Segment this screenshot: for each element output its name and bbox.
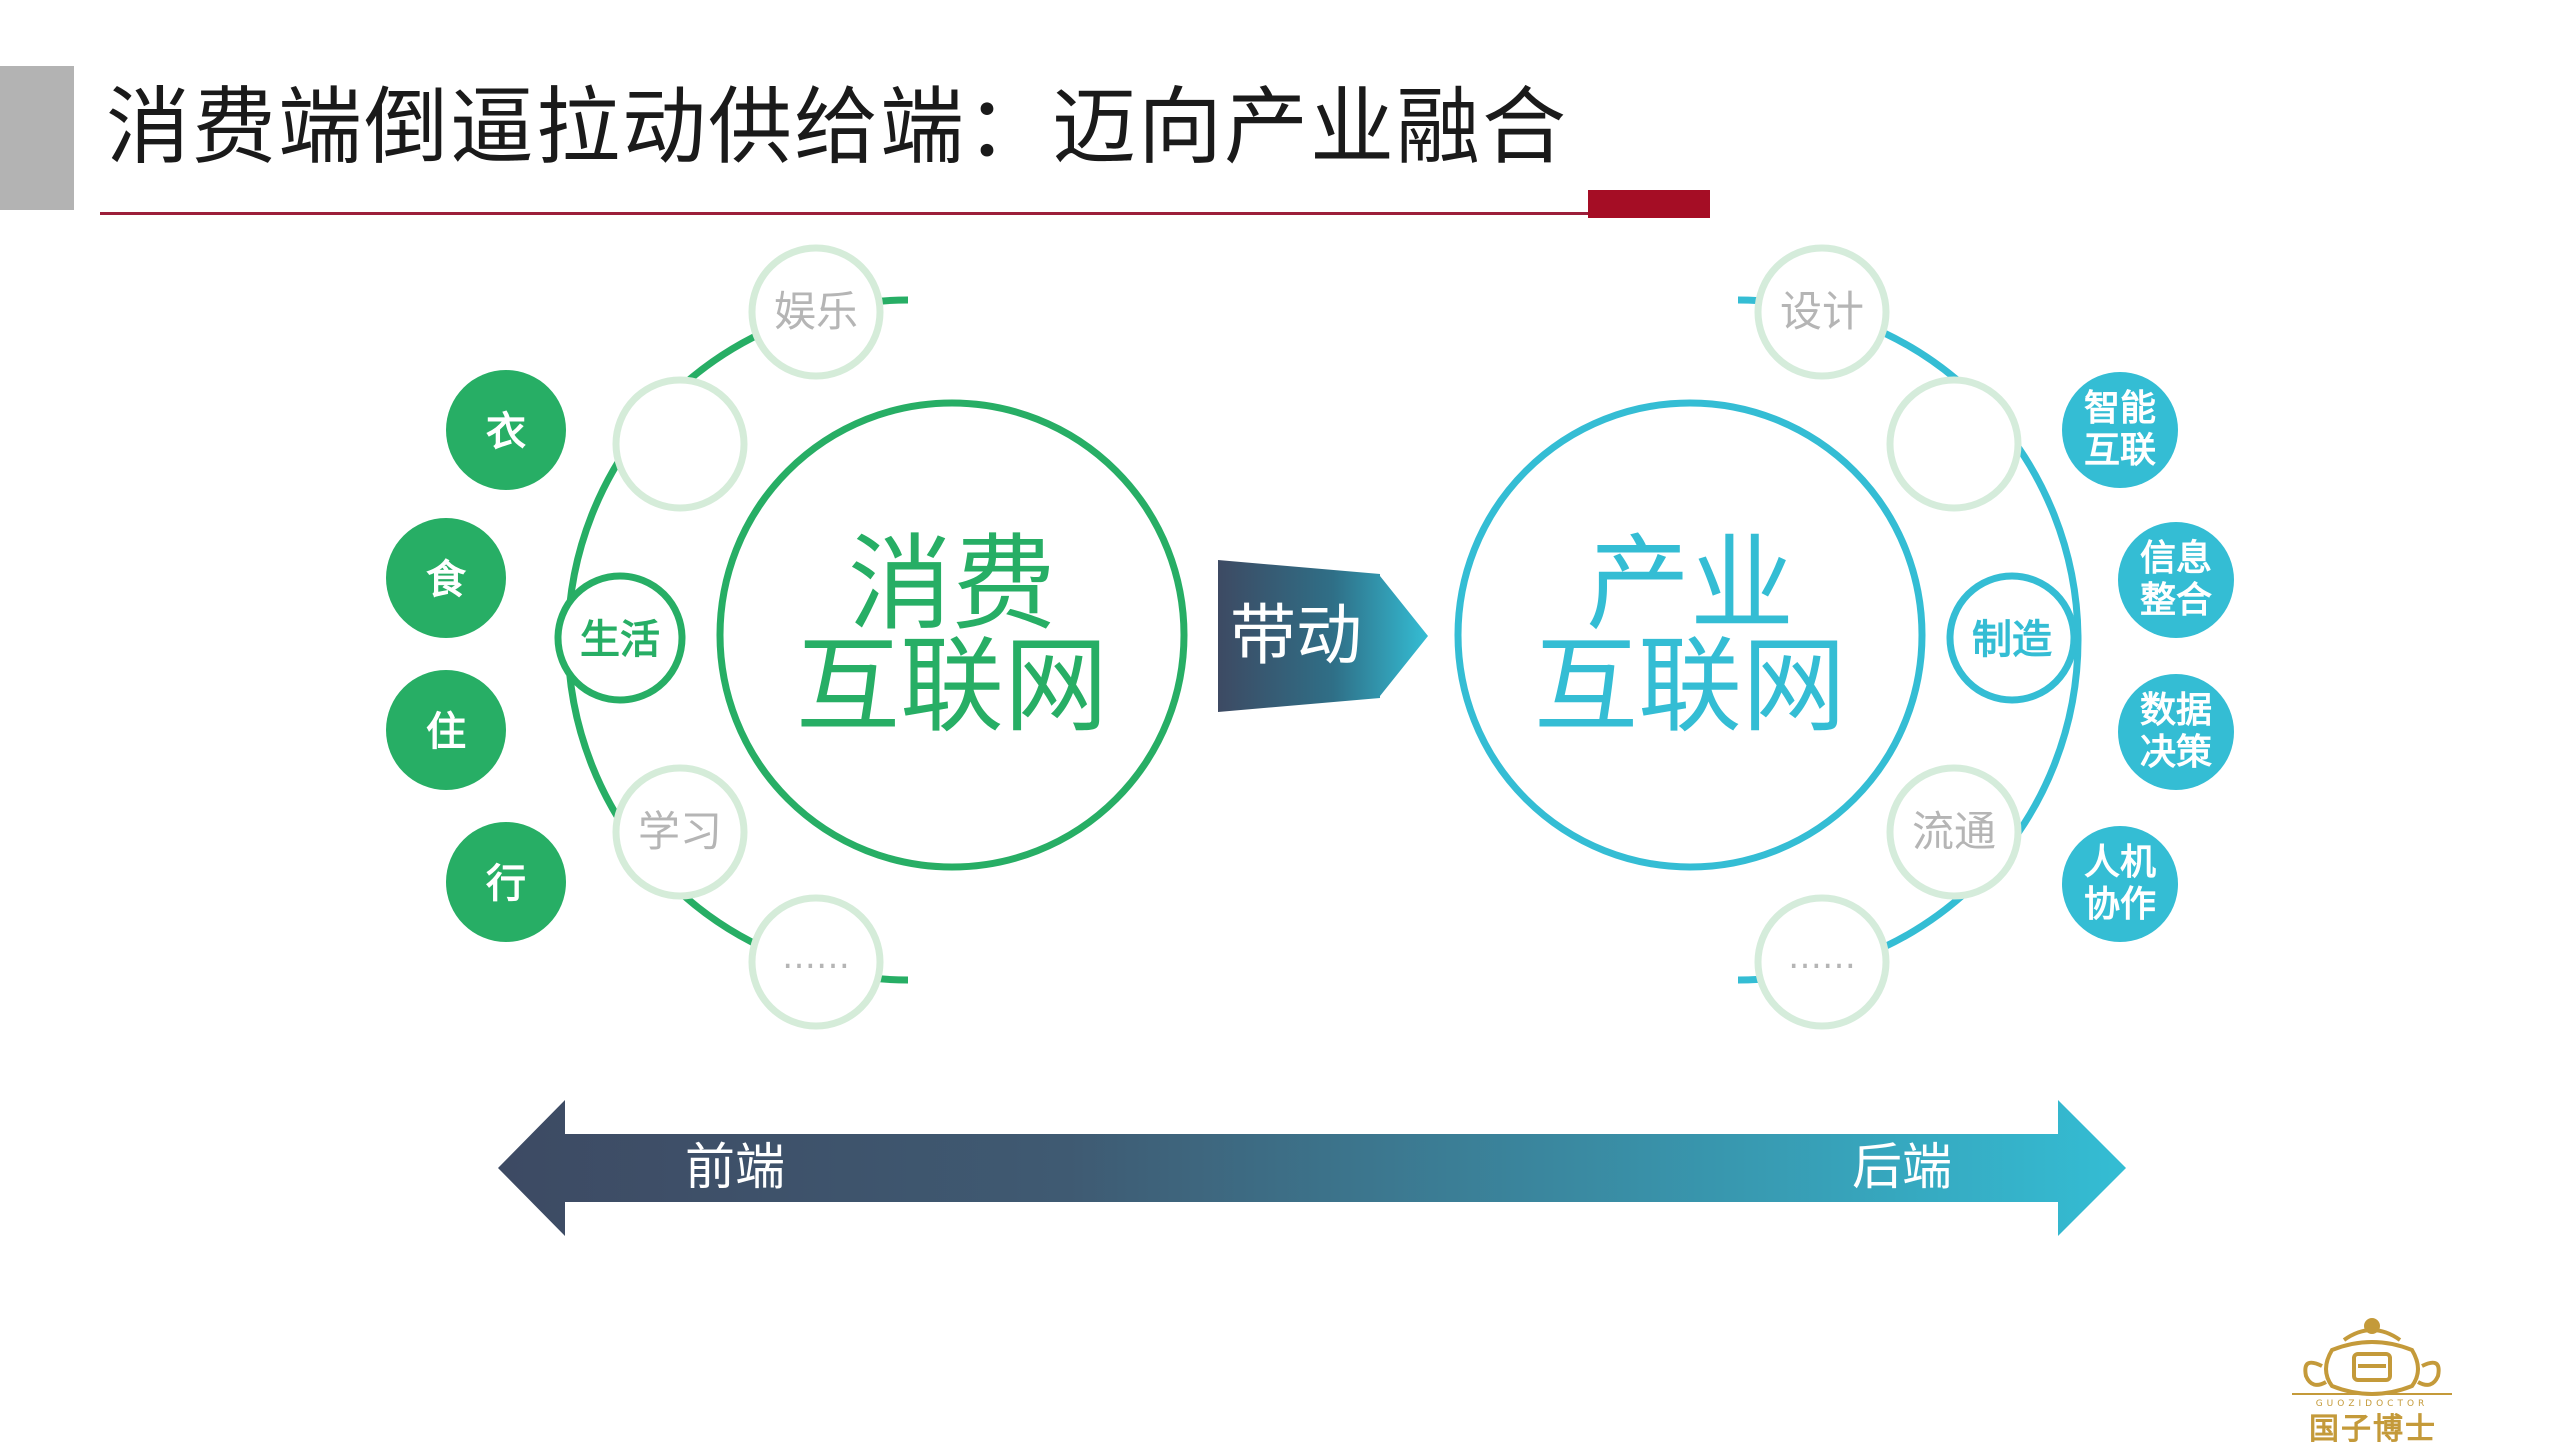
- title-underline-accent: [1588, 190, 1710, 218]
- consumer-node-mid-top: [612, 376, 748, 512]
- industry-node-mid-bottom-label: 流通: [1912, 807, 1996, 856]
- consumer-node-main: [554, 572, 686, 704]
- drive-arrow: [1218, 560, 1428, 712]
- drive-arrow-label: 带动: [1230, 597, 1362, 674]
- frontend-backend-arrow: [498, 1100, 2126, 1236]
- backend-label: 后端: [1852, 1138, 1952, 1196]
- industry-node-top: [1754, 244, 1890, 380]
- industry-internet-group: 产业 互联网 设计 制造 流通 …… 智能 互联 信息 整合 数据 决策 人机 …: [1454, 244, 2234, 1030]
- consumer-node-mid-bottom: [612, 764, 748, 900]
- industry-node-main: [1946, 572, 2078, 704]
- consumer-internet-group: 消费 互联网 娱乐 生活 学习 …… 衣 食 住 行: [386, 244, 1188, 1030]
- capability-human-machine-line2: 协作: [2084, 884, 2156, 925]
- basic-need-food: [386, 518, 506, 638]
- consumer-node-bottom-label: ……: [782, 937, 850, 977]
- consumer-node-bottom: [748, 894, 884, 1030]
- consumer-node-mid-bottom-label: 学习: [638, 807, 722, 856]
- title-accent-bar: [0, 66, 74, 210]
- basic-need-clothing: [446, 370, 566, 490]
- basic-need-transport-label: 行: [486, 861, 526, 907]
- industry-node-bottom: [1754, 894, 1890, 1030]
- title-underline: [100, 212, 1590, 215]
- logo-subtext: GUOZIDOCTOR: [2316, 1399, 2429, 1409]
- industry-node-mid-top: [1886, 376, 2022, 512]
- consumer-main-circle: [716, 399, 1188, 871]
- logo-name: 国子博士: [2309, 1412, 2437, 1447]
- consumer-node-top-label: 娱乐: [774, 287, 858, 336]
- industry-node-mid-bottom: [1886, 764, 2022, 900]
- consumer-main-label-line1: 消费: [848, 523, 1056, 645]
- capability-human-machine: [2062, 826, 2178, 942]
- basic-need-clothing-label: 衣: [486, 409, 526, 455]
- brand-logo: GUOZIDOCTOR: [2292, 1318, 2452, 1409]
- capability-human-machine-line1: 人机: [2084, 842, 2156, 883]
- industry-node-top-label: 设计: [1780, 287, 1864, 336]
- capability-info-integration-line1: 信息: [2140, 538, 2212, 579]
- capability-info-integration: [2118, 522, 2234, 638]
- industry-orbit-arc: [1737, 296, 2082, 984]
- consumer-main-label-line2: 互联网: [796, 625, 1108, 747]
- industry-main-circle: [1454, 399, 1926, 871]
- page-title: 消费端倒逼拉动供给端：迈向产业融合: [106, 78, 1569, 176]
- capability-smart-interconnect-line2: 互联: [2084, 430, 2156, 471]
- frontend-label: 前端: [685, 1138, 785, 1196]
- industry-node-main-label: 制造: [1972, 617, 2052, 663]
- industry-main-label-line2: 互联网: [1534, 625, 1846, 747]
- capability-smart-interconnect: [2062, 372, 2178, 488]
- capability-smart-interconnect-line1: 智能: [2084, 388, 2156, 429]
- drive-arrow-group: 带动: [1218, 560, 1428, 712]
- capability-info-integration-line2: 整合: [2140, 580, 2212, 621]
- basic-need-housing-label: 住: [426, 709, 466, 755]
- capability-data-decision-line1: 数据: [2140, 690, 2212, 731]
- consumer-node-top: [748, 244, 884, 380]
- basic-need-transport: [446, 822, 566, 942]
- capability-data-decision-line2: 决策: [2140, 732, 2212, 773]
- basic-need-housing: [386, 670, 506, 790]
- frontend-backend-arrow-group: 前端 后端: [498, 1100, 2126, 1236]
- consumer-node-main-label: 生活: [580, 617, 660, 663]
- industry-node-bottom-label: ……: [1788, 937, 1856, 977]
- industry-main-label-line1: 产业: [1586, 523, 1794, 645]
- capability-data-decision: [2118, 674, 2234, 790]
- basic-need-food-label: 食: [426, 557, 467, 603]
